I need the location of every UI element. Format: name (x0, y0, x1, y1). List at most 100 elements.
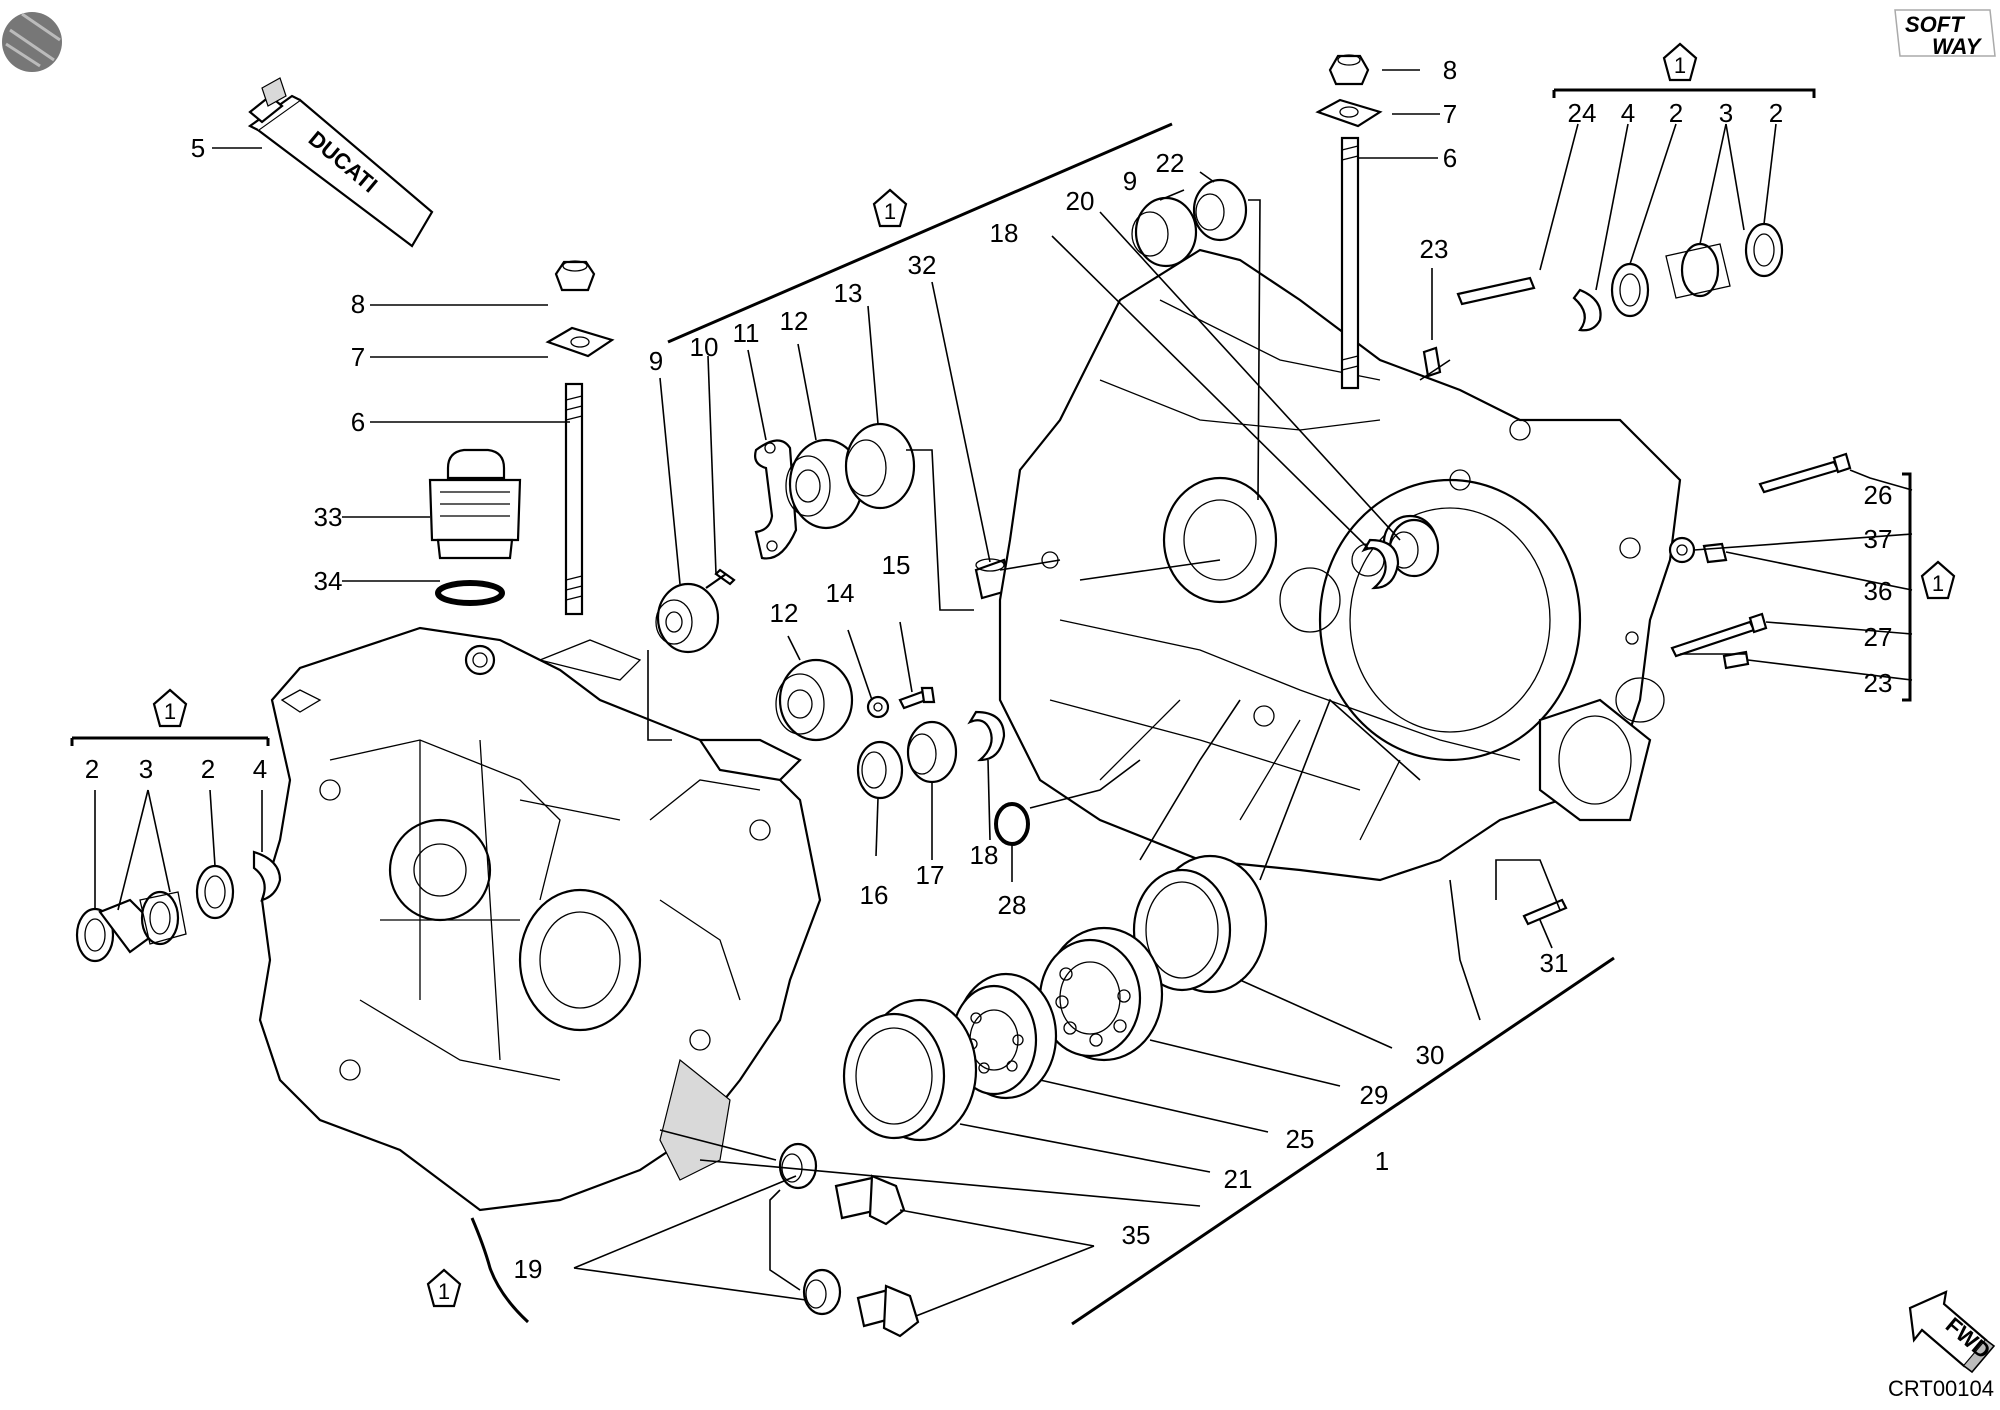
callout-9: 9 (1123, 166, 1137, 196)
small-bearing-9-part (655, 582, 720, 654)
seal-17-part (906, 720, 958, 784)
kit-marker-left: 1 (152, 688, 188, 728)
callout-6: 6 (1443, 143, 1457, 173)
callout-3: 3 (1719, 98, 1733, 128)
callout-23: 23 (1864, 668, 1893, 698)
callout-16: 16 (860, 880, 889, 910)
kit-marker-label: 1 (164, 699, 176, 724)
kit-marker-label: 1 (884, 199, 896, 224)
kit-marker-label: 1 (1674, 53, 1686, 78)
race-21-part (842, 998, 978, 1142)
right-bearing-stack (1456, 222, 1784, 332)
callout-3: 3 (139, 754, 153, 784)
plug-35-upper-part (834, 1174, 906, 1226)
callout-34: 34 (314, 566, 343, 596)
seal-16-part (856, 740, 904, 800)
retainer-plate-11-part (754, 439, 798, 560)
washer-19-upper-part (778, 1142, 818, 1190)
kit-brackets (70, 88, 1912, 1326)
ring-28-part (994, 802, 1030, 846)
callout-12: 12 (770, 598, 799, 628)
callout-13: 13 (834, 278, 863, 308)
callout-4: 4 (253, 754, 267, 784)
callout-12: 12 (780, 306, 809, 336)
callout-19: 19 (514, 1254, 543, 1284)
callout-10: 10 (690, 332, 719, 362)
callout-35: 35 (1122, 1220, 1151, 1250)
washer-14-part (866, 695, 890, 719)
callout-15: 15 (882, 550, 911, 580)
callout-27: 27 (1864, 622, 1893, 652)
callout-25: 25 (1286, 1124, 1315, 1154)
oil-filter-plug-part (428, 448, 522, 560)
screw-15-part (898, 686, 936, 710)
circlip-18-right-part (1361, 538, 1400, 590)
callout-32: 32 (908, 250, 937, 280)
callout-18: 18 (990, 218, 1019, 248)
callout-23: 23 (1420, 234, 1449, 264)
callout-2: 2 (201, 754, 215, 784)
left-washer-plate-part (545, 326, 615, 358)
callout-20: 20 (1066, 186, 1095, 216)
right-stud-part (1340, 136, 1360, 390)
left-crankcase-half (258, 626, 822, 1212)
right-crankcase-half (998, 248, 1682, 882)
kit-marker-top-center: 1 (872, 188, 908, 228)
callout-labels: 5 8 7 6 33 34 2 3 2 4 9 10 11 12 13 32 1… (85, 55, 1893, 1284)
kit-marker-label: 1 (1932, 571, 1944, 596)
callout-5: 5 (191, 133, 205, 163)
kit-marker-bottom-left: 1 (426, 1268, 462, 1308)
softway-logo: SOFT WAY (1894, 9, 1996, 59)
bearing-9-right-part (1131, 196, 1198, 268)
callout-2: 2 (1669, 98, 1683, 128)
callout-7: 7 (1443, 99, 1457, 129)
kit-marker-label: 1 (438, 1279, 450, 1304)
callout-4: 4 (1621, 98, 1635, 128)
callout-30: 30 (1416, 1040, 1445, 1070)
callout-26: 26 (1864, 480, 1893, 510)
forward-direction-arrow: FWD (1908, 1290, 1995, 1374)
callout-21: 21 (1224, 1164, 1253, 1194)
leader-lines (94, 69, 1913, 1317)
callout-33: 33 (314, 502, 343, 532)
corner-disc-mark (2, 12, 62, 72)
screw-10-part (705, 568, 736, 589)
bearing-29-part (1038, 926, 1164, 1062)
callout-1: 1 (1375, 1146, 1389, 1176)
right-nut-part (1328, 54, 1370, 86)
callout-8: 8 (351, 289, 365, 319)
callout-6: 6 (351, 407, 365, 437)
race-30-part (1132, 854, 1268, 994)
kit-marker-right: 1 (1920, 560, 1956, 600)
seal-22-part (1192, 178, 1248, 242)
left-stud-part (564, 382, 584, 616)
o-ring-part (435, 580, 505, 606)
drawing-code: CRT00104 (1888, 1376, 1994, 1401)
callout-9: 9 (649, 346, 663, 376)
washer-19-lower-part (802, 1268, 842, 1316)
callout-37: 37 (1864, 524, 1893, 554)
callout-22: 22 (1156, 148, 1185, 178)
callout-29: 29 (1360, 1080, 1389, 1110)
callout-17: 17 (916, 860, 945, 890)
callout-14: 14 (826, 578, 855, 608)
callout-36: 36 (1864, 576, 1893, 606)
right-side-fasteners (1522, 452, 1852, 926)
callout-28: 28 (998, 890, 1027, 920)
logo-line2: WAY (1932, 34, 1983, 59)
callout-7: 7 (351, 342, 365, 372)
callout-2: 2 (85, 754, 99, 784)
left-nut-part (554, 260, 596, 292)
sealant-tube-part: DUCATI (247, 77, 434, 248)
callout-31: 31 (1540, 948, 1569, 978)
callout-24: 24 (1568, 98, 1597, 128)
oil-seal-13-part (844, 422, 916, 510)
callout-11: 11 (733, 318, 760, 348)
kit-marker-top-right: 1 (1662, 42, 1698, 82)
callout-8: 8 (1443, 55, 1457, 85)
left-bearing-stack (75, 850, 282, 963)
plug-35-lower-part (856, 1284, 920, 1338)
callout-18: 18 (970, 840, 999, 870)
circlip-18-part (967, 710, 1006, 762)
